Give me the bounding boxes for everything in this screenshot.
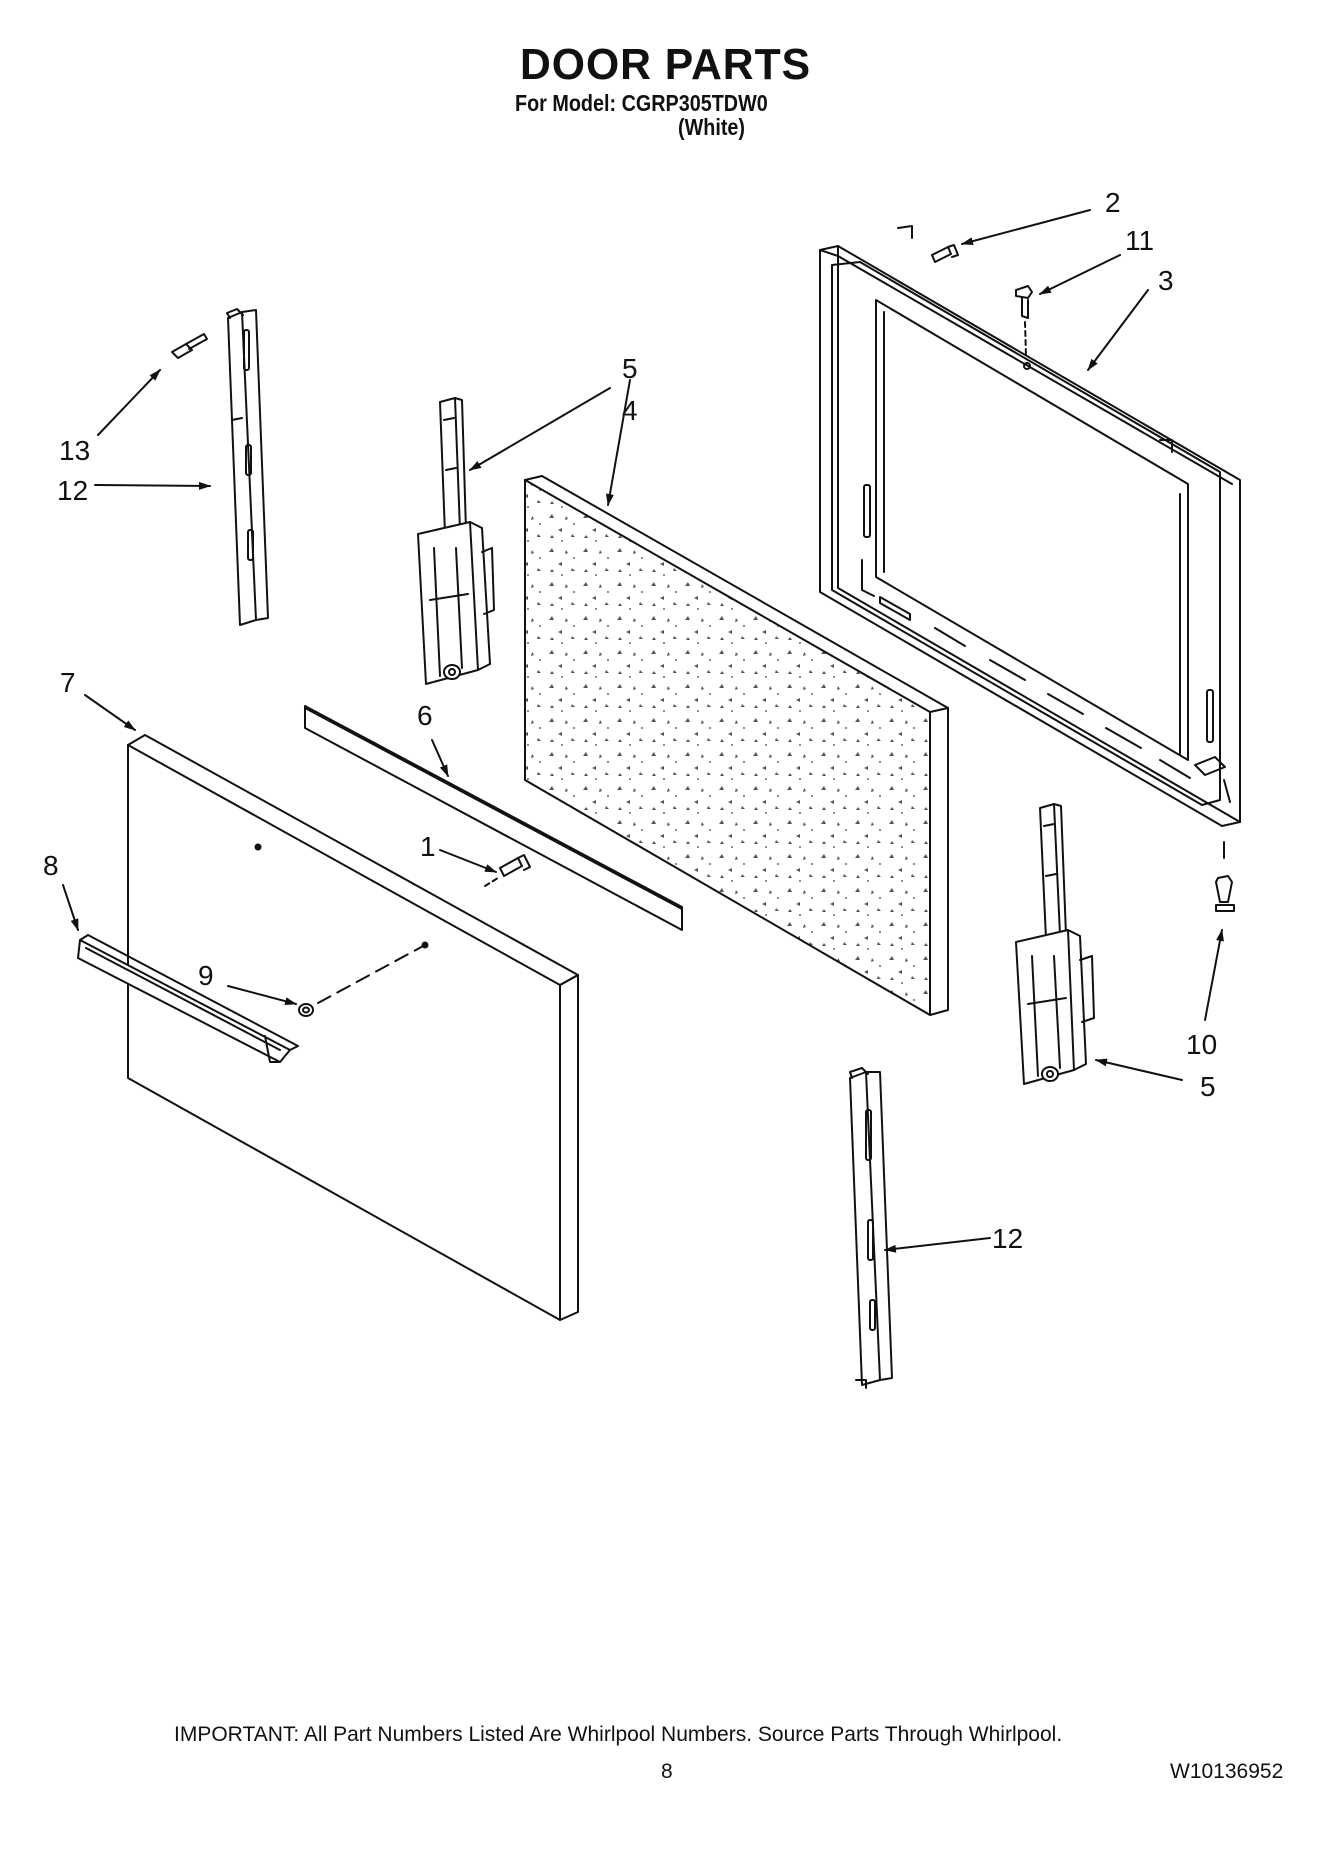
side-channel-right — [849, 1067, 893, 1389]
frame-top-screw — [931, 244, 959, 263]
page-number: 8 — [661, 1760, 673, 1783]
callout-7: 7 — [60, 667, 76, 698]
callout-12-right: 12 — [992, 1223, 1023, 1254]
callout-6: 6 — [417, 700, 433, 731]
callout-3: 3 — [1158, 265, 1174, 296]
inner-door-frame — [819, 225, 1241, 827]
callout-5-left: 5 — [622, 353, 638, 384]
callout-9: 9 — [198, 960, 214, 991]
model-line: For Model: CGRP305TDW0 — [515, 90, 768, 116]
door-insulation — [524, 475, 949, 1016]
callout-8: 8 — [43, 850, 59, 881]
callout-10: 10 — [1186, 1029, 1217, 1060]
page-title: DOOR PARTS — [520, 40, 812, 89]
side-channel-screw — [171, 333, 208, 359]
callout-labels: 1 2 3 4 5 5 6 7 8 9 10 11 12 12 13 — [43, 187, 1217, 1254]
callout-5-right: 5 — [1200, 1071, 1216, 1102]
door-hinge-right — [1015, 803, 1095, 1085]
callout-4: 4 — [622, 395, 638, 426]
door-hinge-left — [417, 397, 495, 685]
color-line: (White) — [678, 114, 746, 140]
side-channel-left — [226, 308, 269, 626]
callout-1: 1 — [420, 831, 436, 862]
frame-bottom-screw — [1215, 841, 1235, 912]
callout-leaders — [62, 209, 1224, 1253]
document-number: W10136952 — [1170, 1760, 1284, 1783]
callout-13: 13 — [59, 435, 90, 466]
door-handle-trim — [77, 934, 299, 1063]
frame-screw — [1015, 285, 1033, 357]
callout-11: 11 — [1125, 225, 1154, 256]
trim-nut — [298, 944, 426, 1017]
door-gasket-strip — [304, 705, 683, 931]
door-screw — [484, 854, 531, 887]
callout-2: 2 — [1105, 187, 1121, 218]
callout-12-left: 12 — [57, 475, 88, 506]
important-note: IMPORTANT: All Part Numbers Listed Are W… — [174, 1723, 1063, 1746]
